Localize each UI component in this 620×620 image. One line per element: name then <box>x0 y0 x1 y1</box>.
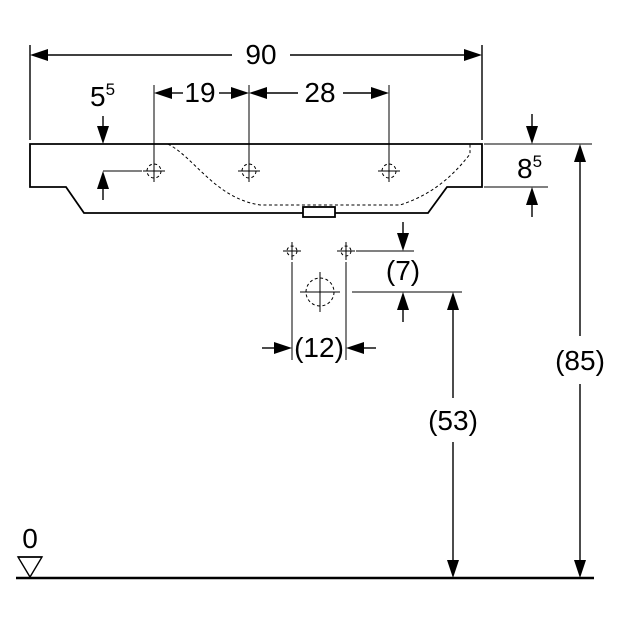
dimension-rim-height: (85) <box>555 144 605 578</box>
supply-hole-right <box>336 241 356 261</box>
width-total-label: 90 <box>245 39 276 70</box>
rim-thickness-label: 85 <box>517 152 542 184</box>
supply-height-label: (53) <box>428 405 478 436</box>
dimension-rim-offset: 55 <box>90 80 142 200</box>
dimension-supply-drop: (7) <box>352 222 462 322</box>
waste-outlet <box>299 271 341 313</box>
floor-level-marker: 0 <box>16 523 44 579</box>
dimension-rim-thickness: 85 <box>484 114 592 217</box>
dimension-supply-height: (53) <box>428 292 478 578</box>
floor-level-label: 0 <box>22 523 38 554</box>
supply-spacing-label: (12) <box>294 332 344 363</box>
hole-spacing-right-label: 28 <box>304 77 335 108</box>
hole-spacing-left-label: 19 <box>184 77 215 108</box>
supply-hole-left <box>282 241 302 261</box>
dimension-hole-spacing: 19 28 <box>153 77 390 160</box>
dimension-supply-spacing: (12) <box>262 262 376 363</box>
dimension-width-total: 90 <box>29 39 483 140</box>
rim-offset-label: 55 <box>90 80 115 112</box>
rim-height-label: (85) <box>555 345 605 376</box>
supply-drop-label: (7) <box>386 255 420 286</box>
washbasin-outline <box>29 143 483 218</box>
